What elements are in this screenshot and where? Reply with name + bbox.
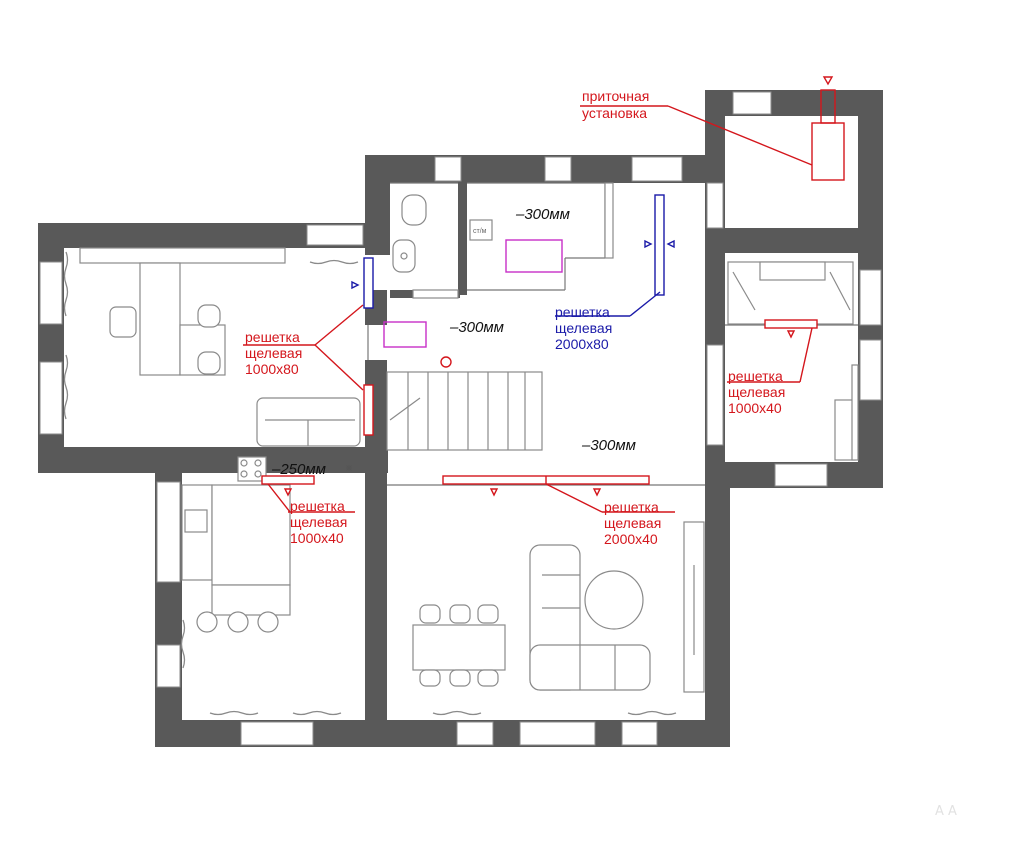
magenta-unit-bath xyxy=(505,239,563,273)
grille-kitchen xyxy=(261,475,315,485)
grille-arrow-blue xyxy=(666,239,675,249)
window xyxy=(156,644,181,688)
misc-symbols xyxy=(346,465,352,471)
label-grille-office: решетка щелевая 1000x80 xyxy=(245,329,306,377)
grille-office-red xyxy=(363,384,374,436)
sink xyxy=(184,509,208,533)
stair-steps xyxy=(389,372,526,450)
window xyxy=(39,361,63,435)
cabinet xyxy=(469,219,493,241)
return-grilles xyxy=(351,194,675,317)
label-grille-living: решетка щелевая 2000x40 xyxy=(604,499,665,547)
staircase xyxy=(386,371,543,451)
window xyxy=(456,721,494,746)
leader-bedroom xyxy=(799,327,813,383)
supply-unit-duct xyxy=(820,89,836,124)
leader-living xyxy=(545,483,603,513)
watermark: А А xyxy=(935,804,957,819)
window xyxy=(156,481,181,583)
chair xyxy=(449,604,471,624)
leader-kitchen xyxy=(267,483,291,513)
desk xyxy=(139,262,181,376)
ceiling-vent xyxy=(440,356,452,368)
wall xyxy=(365,155,390,255)
light-symbol xyxy=(346,465,352,471)
wall xyxy=(705,90,883,116)
window xyxy=(544,156,572,182)
window xyxy=(519,721,596,746)
grille-hall xyxy=(654,194,665,296)
label-grille-hall: решетка щелевая 2000x80 xyxy=(555,304,616,352)
supply-unit-marker xyxy=(822,76,834,86)
cabinet xyxy=(604,182,614,259)
grille-office-blue xyxy=(363,257,374,309)
grille-arrow xyxy=(489,488,499,497)
dining-table xyxy=(412,624,506,671)
chair xyxy=(477,604,499,624)
window xyxy=(774,463,828,487)
window xyxy=(859,339,882,401)
grille-bedroom xyxy=(764,319,818,329)
chair xyxy=(197,304,221,328)
level-hall: –300мм xyxy=(581,437,636,454)
wall xyxy=(38,447,388,473)
grille-arrow-blue xyxy=(644,239,653,249)
window xyxy=(631,156,683,182)
window xyxy=(434,156,462,182)
supply-grilles xyxy=(243,304,818,513)
leader-office xyxy=(314,344,364,391)
window xyxy=(859,269,882,326)
level-kitchen: –250мм xyxy=(271,461,326,478)
chair xyxy=(197,351,221,375)
label-grille-bedroom: решетка щелевая 1000x40 xyxy=(728,368,789,416)
shelf xyxy=(851,364,859,461)
window xyxy=(39,261,63,325)
leader-hall xyxy=(629,291,661,317)
coffee-table xyxy=(584,570,644,630)
office-chair xyxy=(109,306,137,338)
chair xyxy=(449,669,471,687)
label-supply-unit: приточная установка xyxy=(582,88,653,121)
island xyxy=(211,484,291,586)
window xyxy=(306,224,364,246)
island xyxy=(211,584,291,616)
window xyxy=(621,721,658,746)
magenta-units xyxy=(383,239,563,348)
chair xyxy=(419,604,441,624)
window xyxy=(706,344,724,446)
wall xyxy=(365,447,387,747)
chair xyxy=(419,669,441,687)
window-openings xyxy=(39,91,882,746)
window xyxy=(240,721,314,746)
supply-unit xyxy=(580,76,845,181)
level-bath: –300мм xyxy=(515,206,570,223)
grille-arrow xyxy=(786,330,796,339)
wall xyxy=(705,462,730,747)
window xyxy=(706,182,724,229)
furniture xyxy=(79,182,859,693)
supply-unit-leader xyxy=(667,105,813,166)
door xyxy=(412,289,459,299)
wall xyxy=(705,228,883,253)
cabinet-mark: ст/м xyxy=(473,228,487,235)
level-corridor: –300мм xyxy=(449,319,504,336)
toilet xyxy=(401,194,427,226)
bed-headboard xyxy=(759,261,826,281)
grille-arrow xyxy=(592,488,602,497)
window xyxy=(732,91,772,115)
wall xyxy=(458,183,467,295)
magenta-unit-corridor xyxy=(383,321,427,348)
leader-office xyxy=(314,304,364,346)
shelf xyxy=(79,247,286,264)
curtains xyxy=(63,251,677,716)
supply-unit-box xyxy=(811,122,845,181)
chair xyxy=(477,669,499,687)
grille-arrow-blue xyxy=(351,280,360,290)
sofa xyxy=(529,644,651,691)
label-grille-kitchen: решетка щелевая 1000x40 xyxy=(290,498,351,546)
wall xyxy=(38,223,64,473)
grille-arrow xyxy=(283,488,293,497)
